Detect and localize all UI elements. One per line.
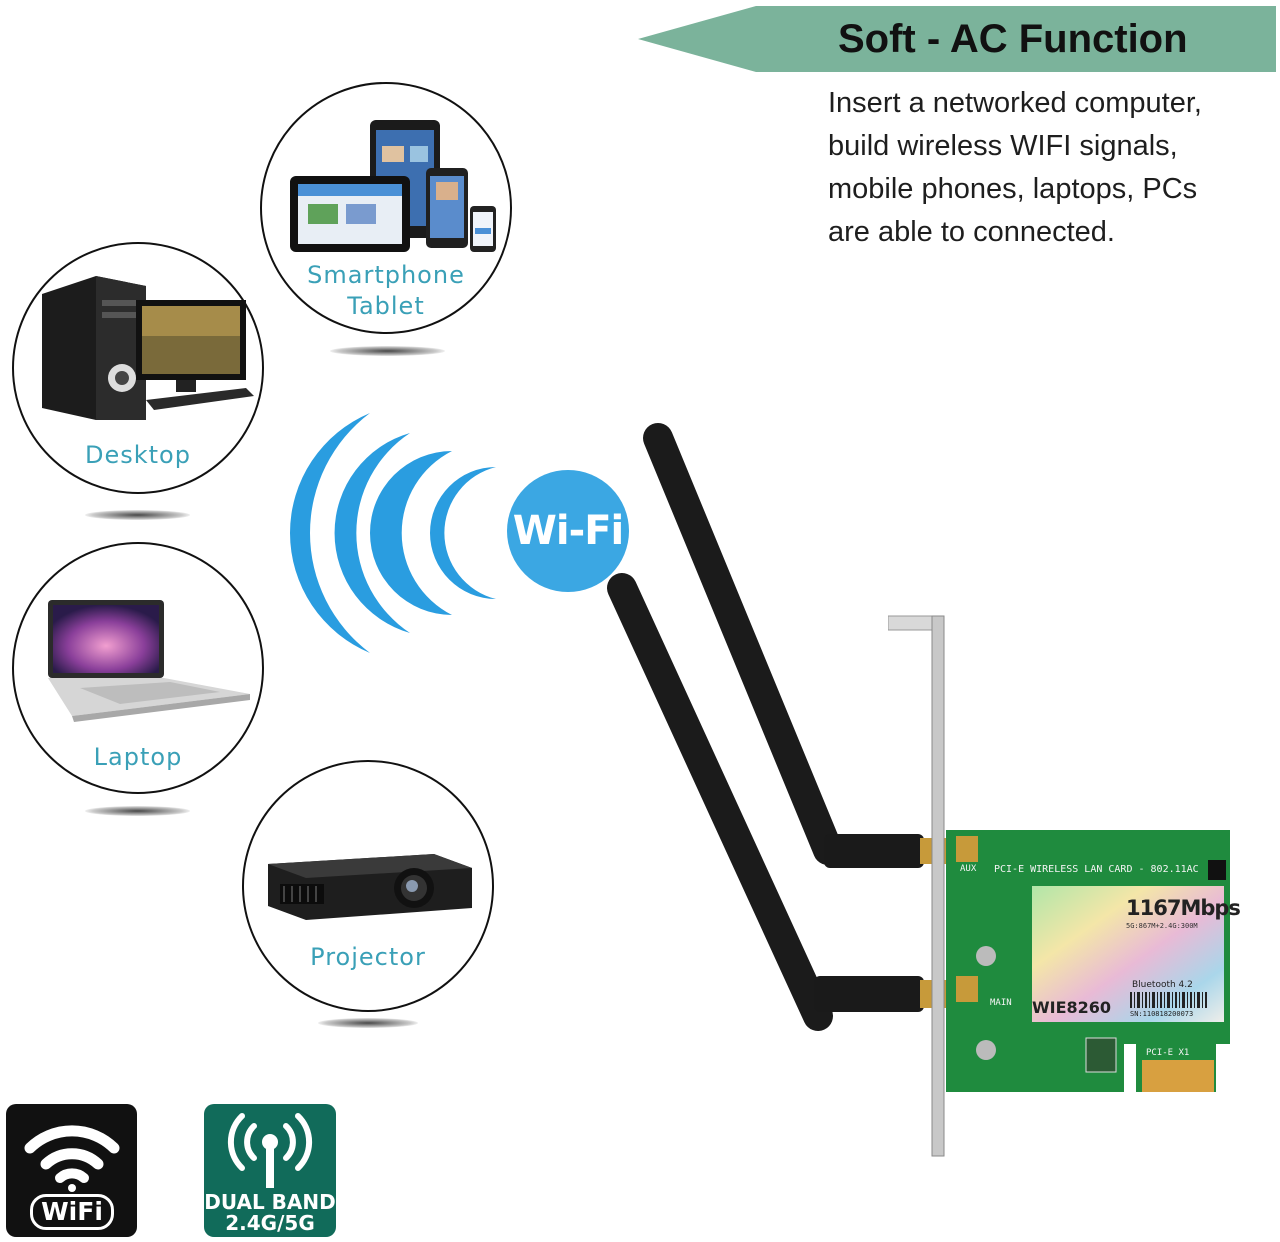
- device-circle-projector: Projector: [242, 760, 494, 1012]
- card-main-label: MAIN: [990, 998, 1012, 1008]
- device-circle-smartphone-tablet: Smartphone Tablet: [260, 82, 512, 334]
- device-shadow: [330, 346, 445, 356]
- card-bluetooth: Bluetooth 4.2: [1132, 980, 1193, 990]
- card-barcode: [1130, 992, 1207, 1008]
- device-label: Desktop: [85, 441, 191, 469]
- device-label: Projector: [310, 943, 426, 971]
- banner-arrow-shape: [638, 6, 1276, 72]
- laptop-icon: [48, 600, 250, 722]
- desktop-computer-icon: [42, 276, 254, 420]
- description: Insert a networked computer, build wirel…: [828, 82, 1268, 254]
- dual-band-label: DUAL BAND: [204, 1190, 336, 1214]
- device-shadow: [85, 510, 190, 520]
- wifi-signal-waves-icon: [290, 413, 496, 653]
- card-speed-detail: 5G:867M+2.4G:300M: [1126, 922, 1198, 930]
- broadcast-antenna-icon: [227, 1113, 313, 1188]
- card-aux-label: AUX: [960, 864, 977, 874]
- device-circle-laptop: Laptop: [12, 542, 264, 794]
- card-header: PCI-E WIRELESS LAN CARD - 802.11AC: [994, 864, 1199, 875]
- device-label: Laptop: [93, 743, 183, 771]
- smartphone-tablet-icon: [290, 120, 496, 252]
- description-line: are able to connected.: [828, 216, 1115, 248]
- dual-band-badge: DUAL BAND 2.4G/5G: [204, 1104, 336, 1237]
- description-line: mobile phones, laptops, PCs: [828, 173, 1198, 205]
- description-line: build wireless WIFI signals,: [828, 130, 1178, 162]
- wifi-logo-badge: WiFi: [6, 1104, 137, 1237]
- wifi-logo-label: WiFi: [30, 1194, 114, 1230]
- device-circle-desktop: Desktop: [12, 242, 264, 494]
- card-speed: 1167Mbps: [1126, 896, 1241, 920]
- wifi-bubble-label: Wi-Fi: [512, 508, 624, 554]
- card-serial: SN:110818200073: [1130, 1010, 1194, 1018]
- card-model: WIE8260: [1032, 998, 1112, 1017]
- banner-title: Soft - AC Function: [838, 17, 1188, 61]
- wifi-icon: [24, 1125, 120, 1192]
- projector-icon: [268, 854, 472, 920]
- pci-bracket: [888, 615, 945, 1157]
- card-slot-label: PCI-E X1: [1146, 1048, 1190, 1058]
- wifi-bubble: Wi-Fi: [507, 470, 629, 592]
- antenna-pair: [607, 423, 950, 1031]
- description-line: Insert a networked computer,: [828, 87, 1202, 119]
- dual-band-frequencies: 2.4G/5G: [225, 1211, 315, 1235]
- device-shadow: [318, 1018, 418, 1028]
- antenna-icon: [607, 573, 950, 1031]
- device-shadow: [85, 806, 190, 816]
- device-label: Smartphone Tablet: [307, 261, 465, 320]
- banner: Soft - AC Function: [638, 6, 1276, 72]
- wifi-card: PCI-E WIRELESS LAN CARD - 802.11AC AUX M…: [946, 830, 1241, 1092]
